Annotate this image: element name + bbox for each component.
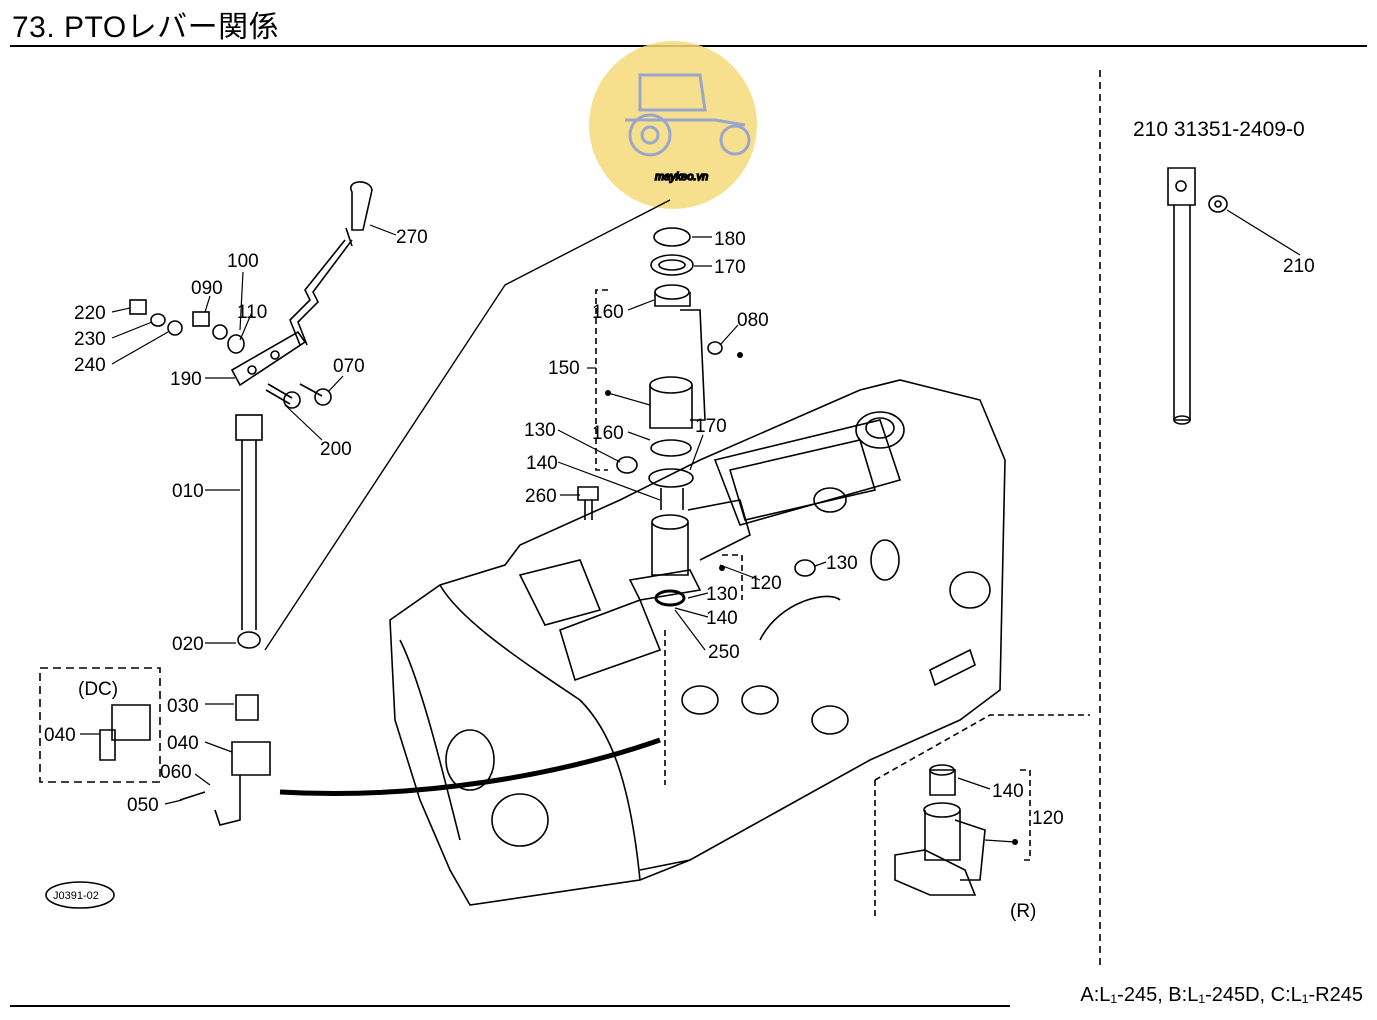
callout-040-dc: 040: [44, 725, 76, 746]
callout-120: 120: [750, 573, 782, 594]
callout-170-top: 170: [714, 257, 746, 278]
transmission-case: [389, 379, 1006, 906]
pto-shaft-assembly: [577, 227, 816, 785]
inset-label-r: (R): [1010, 901, 1036, 922]
callout-160-top: 160: [592, 302, 624, 323]
callout-120-r: 120: [1032, 808, 1064, 829]
callout-020: 020: [172, 634, 204, 655]
callout-140-top: 140: [526, 453, 558, 474]
callout-140-low: 140: [706, 608, 738, 629]
callout-050: 050: [127, 795, 159, 816]
callout-240: 240: [74, 355, 106, 376]
footer-rule: [10, 1005, 1010, 1007]
leader-lines: [80, 209, 1301, 843]
callout-090: 090: [191, 278, 223, 299]
inset-label-dc: (DC): [78, 679, 118, 700]
callout-180: 180: [714, 229, 746, 250]
callout-270: 270: [396, 227, 428, 248]
callout-130-top: 130: [524, 420, 556, 441]
callout-190: 190: [170, 369, 202, 390]
callout-250: 250: [708, 642, 740, 663]
callout-260: 260: [525, 486, 557, 507]
callout-200: 200: [320, 439, 352, 460]
callout-220: 220: [74, 303, 106, 324]
shift-lever-assembly: [129, 181, 373, 649]
callout-230: 230: [74, 329, 106, 350]
callout-130-low: 130: [706, 584, 738, 605]
callout-140-r: 140: [992, 781, 1024, 802]
watermark-logo: maykeo.vn: [589, 41, 757, 209]
part-ref-label: 210 31351-2409-0: [1133, 118, 1305, 141]
callout-010: 010: [172, 481, 204, 502]
watermark-text: maykeo.vn: [655, 171, 708, 183]
callout-060: 060: [160, 762, 192, 783]
page-title: 73. PTOレバー関係: [12, 11, 280, 44]
callout-080: 080: [737, 310, 769, 331]
callout-110: 110: [237, 302, 267, 323]
callout-160-mid: 160: [592, 423, 624, 444]
r-inset: [874, 714, 1090, 920]
callout-150: 150: [548, 358, 580, 379]
figure-code-badge: [45, 881, 115, 909]
dc-inset: [39, 667, 161, 783]
callout-210: 210: [1283, 256, 1315, 277]
figure-code: J0391-02: [53, 890, 99, 902]
callout-070: 070: [333, 356, 365, 377]
footer-models: A:L₁-245, B:L₁-245D, C:L₁-R245: [1080, 984, 1363, 1006]
callout-030: 030: [167, 696, 199, 717]
callout-170-mid: 170: [695, 416, 727, 437]
callout-labels: 270 100 090 110 220 230 240 190 070 200 …: [44, 227, 1315, 922]
callout-100: 100: [227, 251, 259, 272]
callout-040: 040: [167, 733, 199, 754]
callout-130-right: 130: [826, 553, 858, 574]
